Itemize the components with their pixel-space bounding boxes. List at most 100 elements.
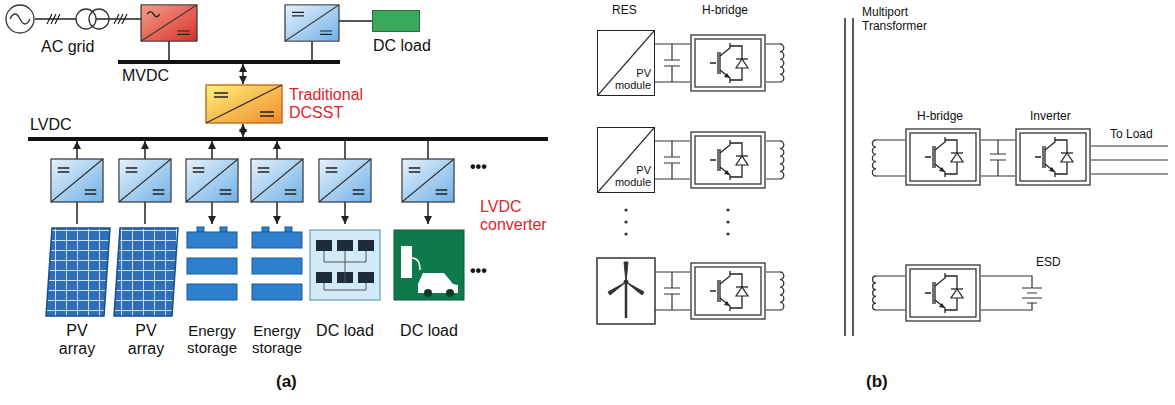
ellipsis: ••• xyxy=(470,262,487,280)
server-load-picture xyxy=(310,230,380,300)
h-bridge-boxes xyxy=(906,129,980,185)
pv-array-picture xyxy=(46,228,178,316)
lvdc-converter-boxes xyxy=(186,159,238,202)
node-label: DC load xyxy=(392,322,466,340)
wind-turbine-box xyxy=(597,258,655,324)
energy-storage-picture xyxy=(262,227,269,232)
source-wiring xyxy=(655,141,690,179)
transformer-core xyxy=(845,18,853,336)
winding-coil xyxy=(780,44,784,82)
panel-label: (b) xyxy=(866,372,888,392)
winding-coil xyxy=(873,276,876,310)
block-label: Inverter xyxy=(1030,110,1071,124)
connector-line xyxy=(242,124,244,137)
energy-storage-picture xyxy=(187,258,237,274)
wind-turbine-box xyxy=(624,280,629,285)
pv-module-box: PV module xyxy=(597,30,655,96)
node-label: Energy storage xyxy=(249,322,305,357)
node-label: MVDC xyxy=(122,67,169,85)
lvdc-converter-boxes xyxy=(402,159,454,202)
h-bridge-boxes xyxy=(691,35,1090,321)
winding-coils xyxy=(780,44,876,310)
ellipsis-dots xyxy=(624,208,729,235)
server-load-picture xyxy=(358,240,374,251)
pv-module-diagonals xyxy=(598,128,654,192)
wiring xyxy=(981,276,1042,310)
h-bridge-boxes xyxy=(906,265,980,321)
panel-label: (a) xyxy=(276,372,297,392)
coil-wiring xyxy=(766,44,780,82)
energy-storage-picture xyxy=(285,227,292,232)
dc-load-box: DC load xyxy=(372,10,420,32)
pv-array-picture xyxy=(46,228,110,316)
transformer-symbol xyxy=(89,9,109,29)
coil-wiring xyxy=(766,141,780,179)
h-bridge-boxes xyxy=(691,132,765,188)
transformer-symbol xyxy=(76,9,96,29)
wiring xyxy=(1091,146,1168,174)
dcsst-box xyxy=(206,85,282,123)
ac-source-symbol xyxy=(6,5,34,33)
winding-coil xyxy=(780,272,784,310)
ev-charger-picture xyxy=(394,230,464,300)
rectifier-box xyxy=(141,5,197,41)
node-label: AC grid xyxy=(41,38,94,56)
server-load-picture xyxy=(324,251,366,290)
winding-coil xyxy=(872,140,876,176)
ac-source-symbol xyxy=(6,5,34,33)
ev-charger-picture xyxy=(412,258,420,270)
node-label: LVDC xyxy=(30,116,72,134)
source-wiring xyxy=(655,44,690,82)
ac-source-symbol xyxy=(10,14,30,24)
pv-array-picture xyxy=(114,228,178,316)
energy-storage: Energy storage xyxy=(184,224,240,359)
ellipsis-dots xyxy=(726,220,729,223)
ellipsis-dots xyxy=(624,232,627,235)
winding-coil xyxy=(780,141,784,179)
pv-array: PV array xyxy=(42,224,112,361)
h-bridge-boxes xyxy=(691,35,765,91)
transformer-label: Multiport Transformer xyxy=(862,6,936,34)
wiring xyxy=(981,140,1015,176)
energy-storage-picture xyxy=(252,258,302,274)
pv-array: PV array xyxy=(112,224,180,361)
server-load-picture xyxy=(337,240,353,251)
pv-module-box: PV module xyxy=(597,127,655,193)
ev-charger-picture xyxy=(401,246,412,278)
energy-storage: Energy storage xyxy=(249,224,305,359)
energy-storage-picture xyxy=(187,284,237,300)
section-label: H-bridge xyxy=(702,4,748,18)
bus-bar xyxy=(28,137,548,141)
node-label: PV module xyxy=(607,164,651,189)
energy-storage-picture xyxy=(197,227,204,232)
server-load-picture xyxy=(358,272,374,283)
bus-bar xyxy=(118,60,340,64)
ellipsis-dots xyxy=(726,208,729,211)
ev-charger-picture xyxy=(394,230,464,300)
wind-turbine-box xyxy=(625,284,628,318)
dc-load: DC load xyxy=(392,224,466,342)
lvdc-converter-boxes xyxy=(51,159,103,202)
node-label: Energy storage xyxy=(184,322,240,357)
h-bridge-boxes xyxy=(1016,129,1090,185)
converter-box xyxy=(285,5,339,41)
ev-charger-picture xyxy=(446,289,454,297)
energy-storage-picture xyxy=(252,232,302,248)
block-label: ESD xyxy=(1036,256,1061,270)
node-label: PV array xyxy=(54,322,100,359)
ellipsis-dots xyxy=(624,208,627,211)
output-label: To Load xyxy=(1110,128,1153,142)
server-load-picture xyxy=(316,272,332,283)
dc-load: DC load xyxy=(308,224,382,342)
h-bridge-boxes xyxy=(691,263,765,319)
node-label: PV module xyxy=(607,67,651,92)
wiring xyxy=(876,140,905,310)
connector-line xyxy=(242,64,244,84)
lvdc-converter-boxes xyxy=(319,159,371,202)
node-label: PV array xyxy=(123,322,169,359)
lvdc-bus: LVDC xyxy=(28,116,548,142)
pv-module-diagonals xyxy=(598,31,654,192)
transformer-symbol xyxy=(76,9,109,29)
converter-label: LVDC converter xyxy=(480,198,564,235)
